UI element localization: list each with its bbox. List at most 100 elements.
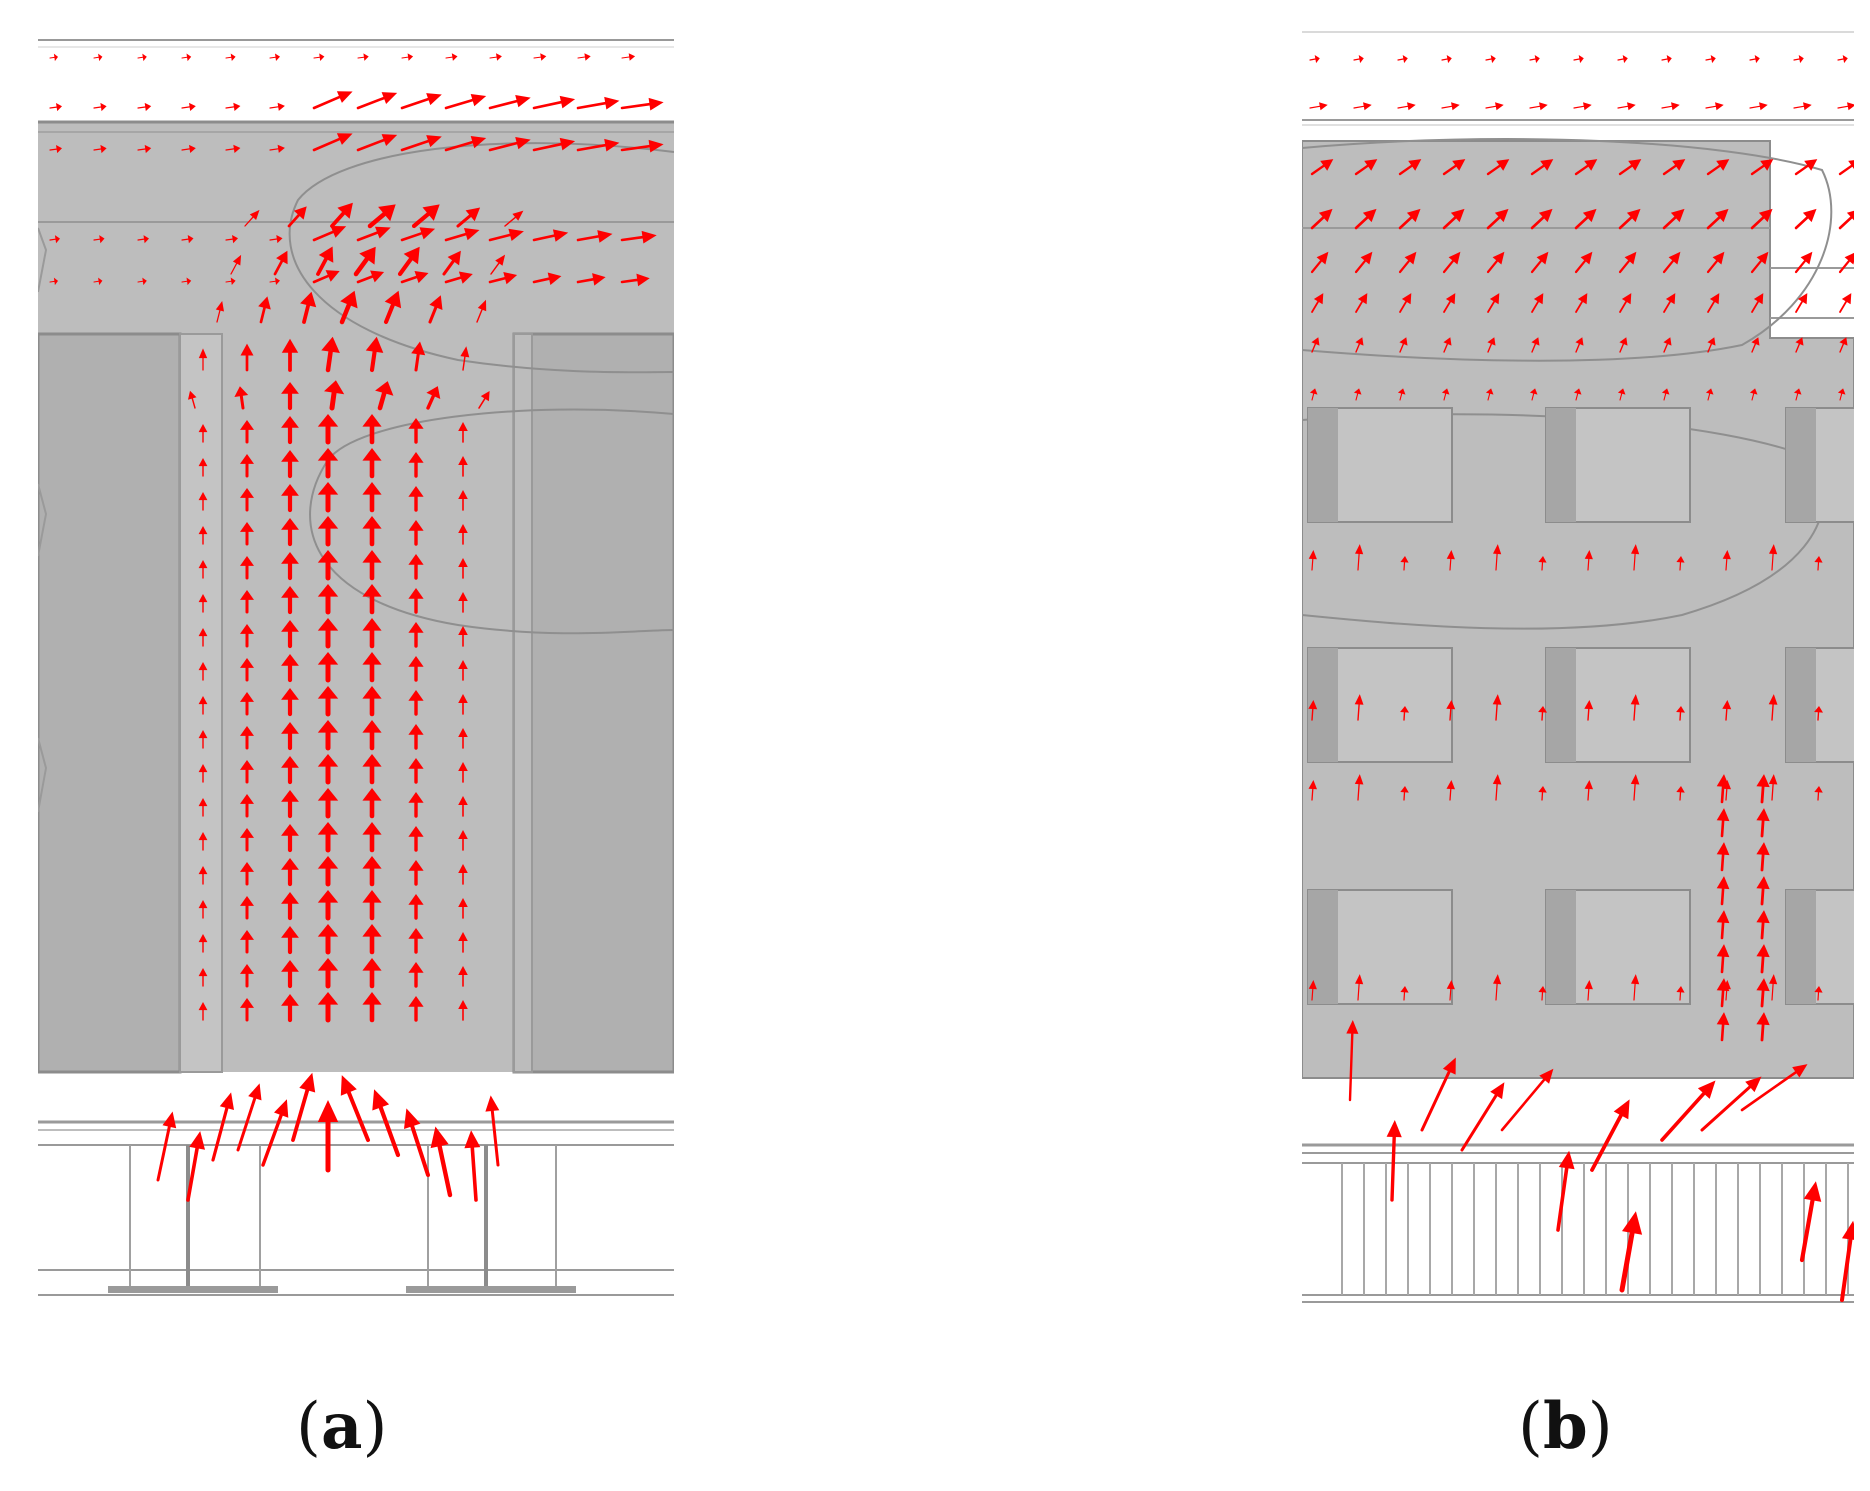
velocity-arrow-head: [1538, 208, 1553, 223]
velocity-arrow-shaft: [369, 349, 377, 373]
velocity-arrow-head: [458, 864, 468, 873]
velocity-arrow-head: [317, 584, 339, 597]
velocity-arrow-shaft: [1706, 259, 1719, 274]
velocity-arrow-shaft: [1443, 300, 1452, 313]
velocity-arrow-head: [407, 53, 414, 61]
velocity-arrow-shaft: [1760, 921, 1765, 940]
velocity-arrow-head: [1362, 208, 1377, 223]
velocity-arrow-shaft: [181, 106, 191, 109]
velocity-arrow-shaft: [259, 306, 266, 324]
velocity-arrow-head: [1759, 102, 1768, 111]
velocity-arrow-head: [317, 924, 339, 937]
velocity-arrow-shaft: [1799, 1198, 1815, 1263]
velocity-arrow-shaft: [137, 106, 146, 109]
velocity-arrow-head: [470, 94, 487, 107]
velocity-arrow-head: [281, 960, 299, 972]
panel-b-diagram: [1302, 31, 1854, 1303]
velocity-arrow-head: [592, 273, 606, 286]
velocity-arrow-head: [408, 486, 424, 497]
velocity-arrow-head: [408, 690, 424, 701]
velocity-arrow-head: [336, 133, 353, 145]
velocity-arrow-head: [1716, 876, 1730, 890]
velocity-arrow-head: [1797, 293, 1808, 305]
velocity-arrow-head: [404, 1108, 421, 1129]
velocity-arrow-head: [458, 694, 468, 703]
velocity-arrow-head: [1308, 780, 1317, 790]
velocity-arrow-head: [1671, 102, 1680, 111]
velocity-arrow-shaft: [1485, 58, 1492, 61]
velocity-arrow-shaft: [1760, 853, 1765, 872]
velocity-arrow-head: [281, 484, 299, 496]
velocity-arrow-shaft: [1618, 259, 1631, 274]
velocity-arrow-shaft: [312, 137, 341, 152]
velocity-arrow-shaft: [1750, 216, 1765, 230]
velocity-arrow-head: [276, 235, 283, 244]
velocity-arrow-shaft: [1357, 703, 1360, 721]
velocity-arrow-head: [1314, 55, 1320, 64]
velocity-arrow-head: [56, 103, 62, 112]
velocity-arrow-shaft: [1309, 58, 1316, 61]
velocity-arrow-shaft: [346, 1090, 370, 1142]
velocity-arrow-head: [1613, 1099, 1630, 1120]
velocity-arrow-shaft: [225, 148, 235, 151]
velocity-arrow-head: [336, 91, 353, 103]
velocity-arrow-shaft: [49, 56, 55, 59]
velocity-arrow-head: [317, 516, 339, 529]
velocity-arrow-head: [559, 137, 576, 151]
velocity-arrow-shaft: [444, 98, 474, 110]
velocity-arrow-shaft: [620, 144, 651, 152]
velocity-arrow-shaft: [367, 211, 387, 229]
velocity-arrow-shaft: [1541, 711, 1544, 721]
velocity-arrow-head: [1716, 808, 1730, 822]
velocity-arrow-head: [1577, 293, 1588, 305]
velocity-arrow-head: [240, 624, 254, 634]
velocity-arrow-head: [430, 1126, 449, 1149]
velocity-arrow-head: [1400, 706, 1409, 713]
velocity-arrow-shaft: [1750, 259, 1763, 274]
velocity-arrow-head: [1584, 700, 1594, 710]
velocity-arrow-head: [1756, 978, 1770, 992]
velocity-arrow-head: [299, 1072, 316, 1093]
velocity-arrow-shaft: [1575, 343, 1581, 353]
velocity-arrow-shaft: [1679, 791, 1682, 801]
caption-b: (b): [1518, 1395, 1613, 1460]
velocity-arrow-shaft: [1355, 343, 1361, 353]
velocity-arrow-head: [458, 660, 468, 669]
velocity-arrow-head: [1357, 293, 1368, 305]
velocity-arrow-head: [189, 144, 196, 153]
velocity-arrow-head: [362, 516, 382, 529]
velocity-arrow-shaft: [1399, 300, 1408, 313]
velocity-arrow-head: [1768, 774, 1778, 785]
velocity-arrow-head: [408, 418, 424, 429]
velocity-arrow-head: [240, 420, 254, 430]
velocity-arrow-shaft: [1587, 558, 1590, 571]
velocity-arrow-head: [1670, 208, 1685, 223]
velocity-arrow-shaft: [1449, 558, 1452, 571]
velocity-arrow-head: [1792, 1064, 1808, 1078]
velocity-arrow-head: [458, 271, 473, 284]
velocity-arrow-shaft: [576, 143, 607, 152]
velocity-arrow-shaft: [1837, 105, 1849, 109]
velocity-arrow-head: [1846, 210, 1854, 221]
velocity-arrow-shaft: [400, 275, 418, 284]
velocity-arrow-head: [240, 590, 254, 600]
velocity-arrow-head: [325, 270, 340, 282]
velocity-arrow-head: [1364, 159, 1378, 171]
velocity-arrow-head: [198, 866, 208, 875]
velocity-arrow-head: [330, 226, 347, 238]
velocity-arrow-shaft: [1720, 955, 1725, 974]
velocity-arrow-head: [1493, 974, 1502, 985]
velocity-arrow-head: [1584, 780, 1593, 790]
velocity-arrow-head: [100, 144, 107, 154]
velocity-arrow-shaft: [1633, 783, 1636, 801]
velocity-arrow-shaft: [1442, 164, 1457, 176]
velocity-arrow-head: [1442, 1057, 1456, 1075]
velocity-arrow-head: [1399, 337, 1408, 346]
velocity-arrow-head: [604, 96, 620, 110]
velocity-arrow-shaft: [225, 106, 235, 109]
velocity-arrow-head: [362, 822, 382, 835]
velocity-arrow-shaft: [1354, 164, 1369, 176]
velocity-arrow-shaft: [1348, 1032, 1354, 1102]
velocity-arrow-head: [477, 299, 487, 312]
velocity-arrow-shaft: [1725, 708, 1728, 721]
